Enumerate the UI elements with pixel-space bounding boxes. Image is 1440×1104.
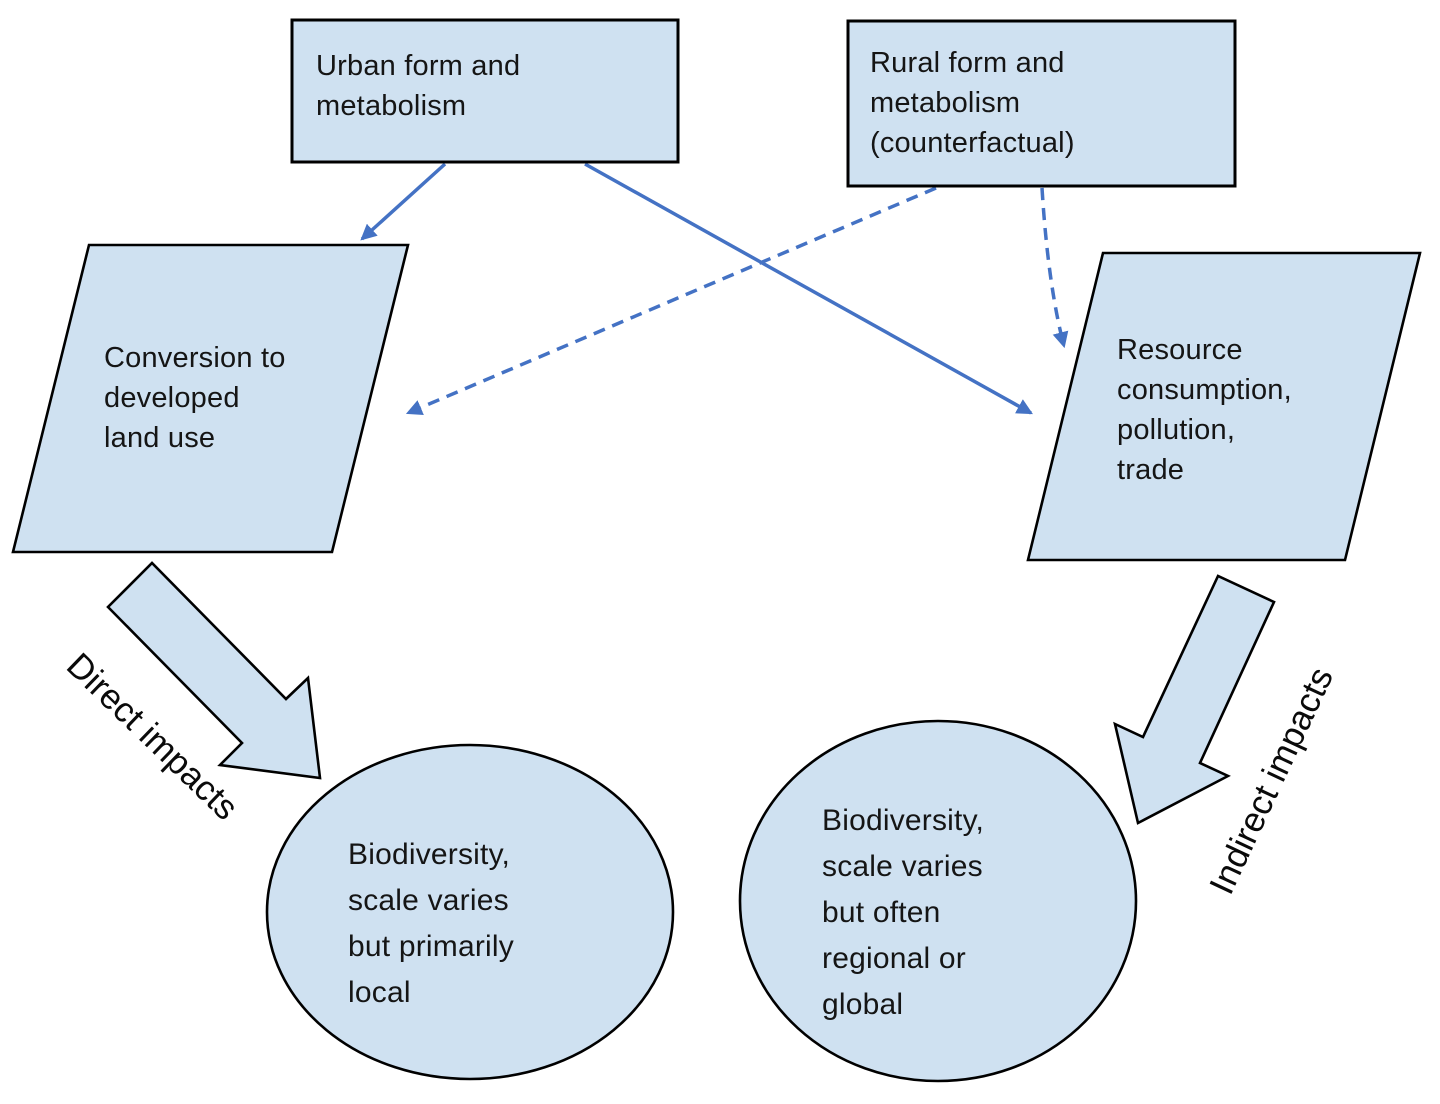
urban-to-resource-arrow <box>584 162 1033 415</box>
rural-form-label: Rural form and metabolism (counterfactua… <box>870 47 1075 159</box>
indirect-impacts-block-arrow <box>1113 574 1276 825</box>
resource-parallelogram <box>1026 251 1422 562</box>
rural-to-conversion-dashed-arrow <box>405 186 937 415</box>
rural-form-box <box>846 19 1237 188</box>
biodiversity-local-label: Biodiversity, scale varies but primarily… <box>348 838 514 1009</box>
indirect-biodiversity-ellipse <box>738 719 1138 1083</box>
rural-to-resource-dashed-arrow <box>1040 187 1069 349</box>
biodiversity-global-label: Biodiversity, scale varies but often reg… <box>822 804 985 1021</box>
urban-form-box <box>290 18 680 164</box>
direct-impacts-block-arrow <box>106 561 322 780</box>
urban-form-label: Urban form and metabolism <box>316 50 521 122</box>
resource-label: Resource consumption, pollution, trade <box>1117 334 1292 486</box>
conversion-label: Conversion to developed land use <box>104 342 286 454</box>
conversion-parallelogram <box>11 243 410 554</box>
direct-biodiversity-ellipse <box>265 743 675 1081</box>
urban-to-conversion-arrow <box>360 162 447 241</box>
